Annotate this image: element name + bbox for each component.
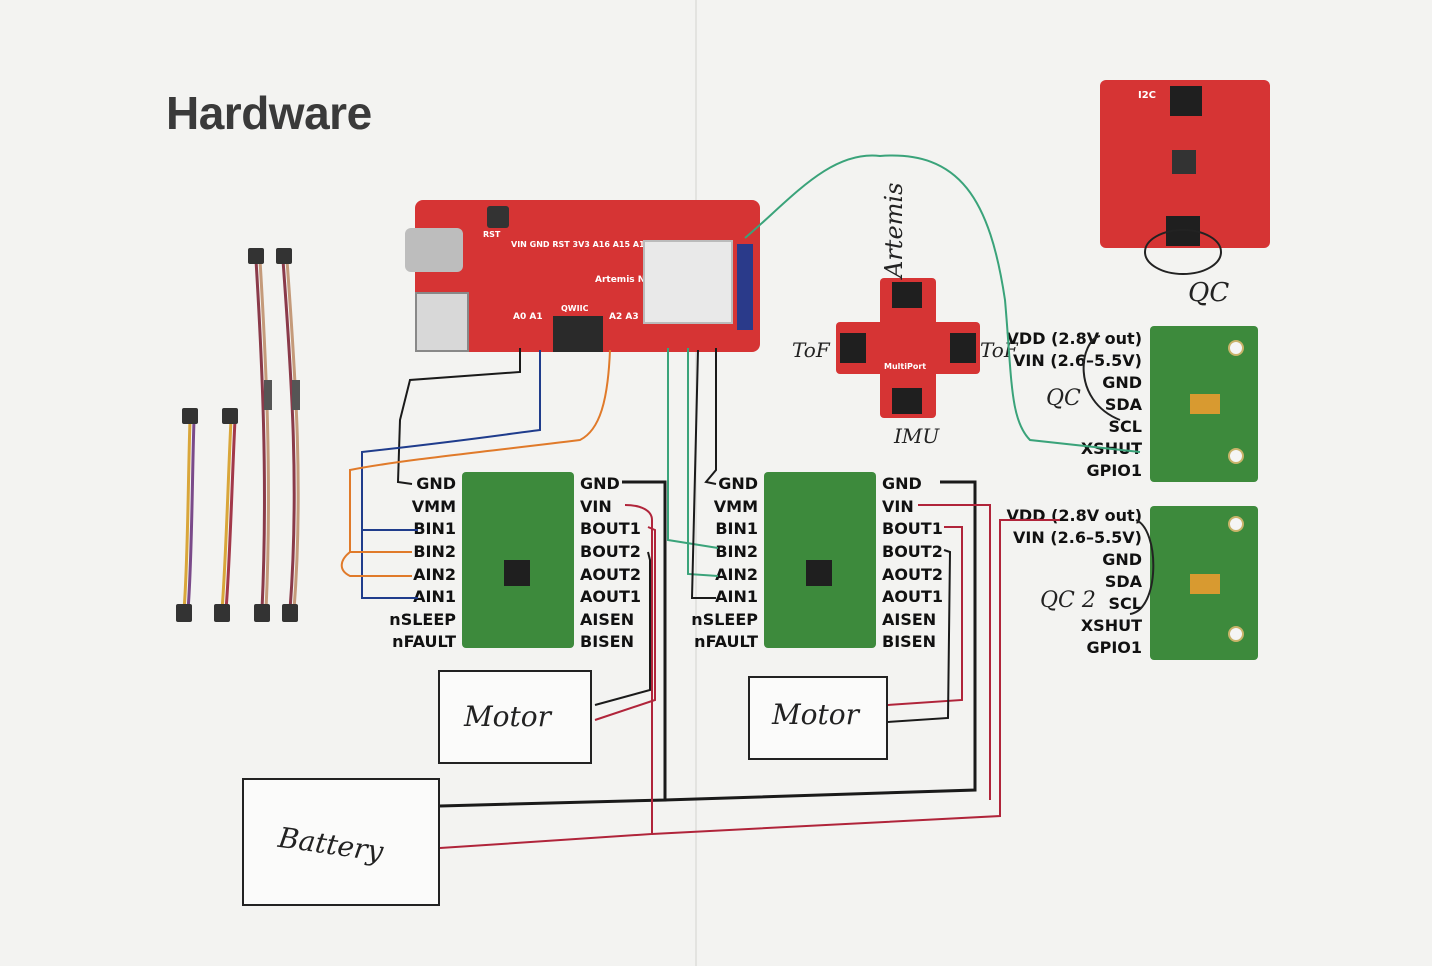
reset-button bbox=[487, 206, 509, 228]
qwiic-port bbox=[553, 316, 603, 352]
tof-top-pin-vdd: VDD (2.8V out) bbox=[1006, 329, 1142, 348]
artemis-nano-board: RST VIN GND RST 3V3 A16 A15 A14 Artemis … bbox=[405, 200, 760, 352]
tof-top-annotation: QC bbox=[1046, 386, 1081, 411]
driver-right-pin-bin1: BIN1 bbox=[715, 519, 758, 538]
driver-right-pin-nsleep: nSLEEP bbox=[691, 610, 758, 629]
multiport-port-left bbox=[840, 333, 866, 363]
usb-c-connector bbox=[405, 228, 463, 272]
driver-left-pin-nfault: nFAULT bbox=[392, 632, 456, 651]
motor-left-label: Motor bbox=[464, 700, 552, 733]
driver-left-pin-bout1: BOUT1 bbox=[580, 519, 641, 538]
multiport-label-tof-right: ToF bbox=[980, 338, 1018, 362]
multiport-port-right bbox=[950, 333, 976, 363]
motor-left: Motor bbox=[438, 670, 592, 764]
driver-left-pin-bin2: BIN2 bbox=[413, 542, 456, 561]
tof-bottom-pin-gpio1: GPIO1 bbox=[1086, 638, 1142, 657]
tof-bottom-mount-hole bbox=[1228, 516, 1244, 532]
driver-left-pin-ain2: AIN2 bbox=[413, 565, 456, 584]
battery-connector bbox=[415, 292, 469, 352]
driver-left-pin-aout1: AOUT1 bbox=[580, 587, 642, 606]
tof-top-pin-gnd: GND bbox=[1102, 373, 1142, 392]
artemis-top-pins-label: VIN GND RST 3V3 A16 A15 A14 bbox=[511, 240, 651, 249]
artemis-antenna bbox=[737, 244, 753, 330]
tof-bottom-pin-gnd: GND bbox=[1102, 550, 1142, 569]
tof-top-pin-scl: SCL bbox=[1108, 417, 1142, 436]
driver-right-pin-vmm: VMM bbox=[713, 497, 758, 516]
motor-driver-chip-right bbox=[806, 560, 832, 586]
motor-right: Motor bbox=[748, 676, 888, 760]
driver-right-pin-bout1: BOUT1 bbox=[882, 519, 943, 538]
motor-right-label: Motor bbox=[772, 698, 860, 731]
driver-left-pin-gnd: GND bbox=[416, 474, 456, 493]
tof-top-pin-sda: SDA bbox=[1104, 395, 1142, 414]
driver-right-pin-vin: VIN bbox=[882, 497, 914, 516]
driver-right-pin-gnd: GND bbox=[718, 474, 758, 493]
driver-right-pin-aout2: AOUT2 bbox=[882, 565, 944, 584]
motor-driver-board-left bbox=[462, 472, 574, 648]
tof-top-mount-hole-2 bbox=[1228, 448, 1244, 464]
artemis-a0-a1-label: A0 A1 bbox=[513, 312, 543, 322]
driver-right-pin-aout1: AOUT1 bbox=[882, 587, 944, 606]
driver-right-pin-bisen: BISEN bbox=[882, 632, 936, 651]
tof-top-sensor bbox=[1190, 394, 1220, 414]
driver-right-pin-gnd-r: GND bbox=[882, 474, 922, 493]
driver-right-pin-ain1: AIN1 bbox=[715, 587, 758, 606]
multiport-board-text: MultiPort bbox=[884, 362, 927, 371]
driver-left-pin-vin: VIN bbox=[580, 497, 612, 516]
driver-left-pin-aout2: AOUT2 bbox=[580, 565, 642, 584]
tof-top-pin-vin: VIN (2.6–5.5V) bbox=[1013, 351, 1142, 370]
driver-right-pin-nfault: nFAULT bbox=[694, 632, 758, 651]
imu-sensor-chip bbox=[1172, 150, 1196, 174]
multiport-port-bottom bbox=[892, 388, 922, 414]
tof-bottom-pin-scl: SCL bbox=[1108, 594, 1142, 613]
multiport-label-imu: IMU bbox=[894, 424, 940, 448]
driver-left-pin-nsleep: nSLEEP bbox=[389, 610, 456, 629]
tof-bottom-pin-vin: VIN (2.6–5.5V) bbox=[1013, 528, 1142, 547]
driver-right-pin-bout2: BOUT2 bbox=[882, 542, 943, 561]
multiport-label-tof-left: ToF bbox=[792, 338, 830, 362]
artemis-board-text: Artemis Nano bbox=[595, 275, 664, 285]
page-fold bbox=[695, 0, 697, 966]
driver-right-pin-aisen: AISEN bbox=[882, 610, 937, 629]
tof-top-pin-gpio1: GPIO1 bbox=[1086, 461, 1142, 480]
page-title: Hardware bbox=[166, 87, 372, 139]
imu-qwiic-top bbox=[1170, 86, 1202, 116]
driver-right-pin-bin2: BIN2 bbox=[715, 542, 758, 561]
artemis-rst-label: RST bbox=[483, 230, 501, 239]
driver-left-pin-aisen: AISEN bbox=[580, 610, 635, 629]
tof-bottom-pin-xshut: XSHUT bbox=[1080, 616, 1142, 635]
artemis-a2-a3-label: A2 A3 bbox=[609, 312, 639, 322]
multiport-port-top bbox=[892, 282, 922, 308]
tof-top-mount-hole bbox=[1228, 340, 1244, 356]
imu-annotation: QC bbox=[1188, 278, 1230, 308]
artemis-module bbox=[643, 240, 733, 324]
tof-bottom-mount-hole-2 bbox=[1228, 626, 1244, 642]
driver-left-pin-bout2: BOUT2 bbox=[580, 542, 641, 561]
tof-bottom-annotation: QC 2 bbox=[1040, 588, 1096, 613]
tof-bottom-pin-sda: SDA bbox=[1104, 572, 1142, 591]
driver-left-pin-bin1: BIN1 bbox=[413, 519, 456, 538]
motor-driver-chip-left bbox=[504, 560, 530, 586]
driver-left-pin-vmm: VMM bbox=[411, 497, 456, 516]
tof-bottom-sensor bbox=[1190, 574, 1220, 594]
driver-left-pin-bisen: BISEN bbox=[580, 632, 634, 651]
battery: Battery bbox=[242, 778, 440, 906]
driver-right-pin-ain2: AIN2 bbox=[715, 565, 758, 584]
driver-left-pin-gnd-r: GND bbox=[580, 474, 620, 493]
artemis-qwiic-label: QWIIC bbox=[561, 304, 589, 313]
motor-driver-board-right bbox=[764, 472, 876, 648]
imu-board-text: I2C bbox=[1138, 90, 1157, 101]
driver-left-pin-ain1: AIN1 bbox=[413, 587, 456, 606]
